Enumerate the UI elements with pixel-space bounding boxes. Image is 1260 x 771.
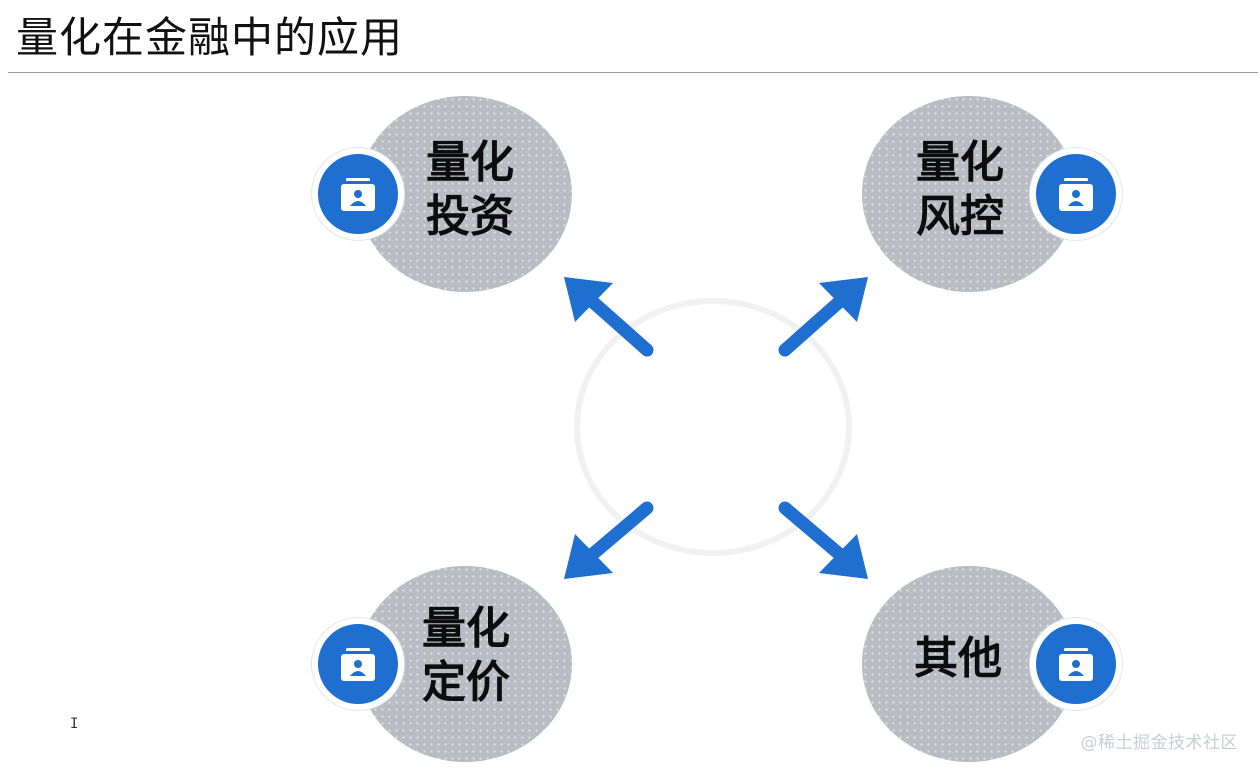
text-cursor-icon: I	[70, 716, 79, 732]
folder-user-icon	[1030, 148, 1122, 240]
slide-title: 量化在金融中的应用	[16, 13, 404, 62]
node-label-line1: 量化	[916, 137, 1004, 188]
node-label-line1: 量化	[422, 603, 510, 654]
arrow-to-other	[778, 501, 868, 579]
arrow-to-investment	[564, 277, 654, 357]
node-quant-pricing-label: 量化 定价	[422, 602, 510, 710]
folder-user-icon	[312, 618, 404, 710]
center-hub-ring	[574, 298, 852, 556]
arrow-to-pricing	[564, 501, 654, 579]
arrow-to-risk-control	[778, 277, 868, 357]
folder-user-icon	[1030, 618, 1122, 710]
node-label-line2: 投资	[426, 191, 514, 242]
node-label-line2: 定价	[422, 657, 510, 708]
title-divider	[8, 72, 1258, 73]
node-label-line2: 风控	[916, 191, 1004, 242]
folder-user-icon	[312, 148, 404, 240]
node-label-line1: 其他	[914, 633, 1002, 684]
node-quant-investment-label: 量化 投资	[426, 136, 514, 244]
node-quant-risk-control-label: 量化 风控	[916, 136, 1004, 244]
source-watermark: @稀土掘金技术社区	[1080, 733, 1238, 753]
node-other-label: 其他	[914, 632, 1002, 686]
node-label-line1: 量化	[426, 137, 514, 188]
